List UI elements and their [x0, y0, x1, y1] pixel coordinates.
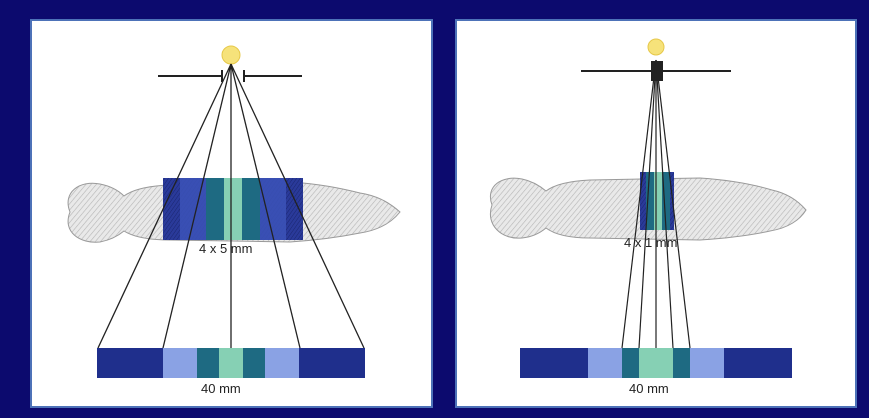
scanned-slab-right — [640, 172, 674, 230]
slice-label-left: 4 x 5 mm — [199, 241, 252, 256]
x-ray-source-icon — [647, 38, 665, 56]
beam-lines — [97, 63, 365, 349]
detector-label-right: 40 mm — [629, 381, 669, 396]
detector-array — [97, 348, 365, 378]
scanned-slab — [163, 178, 303, 240]
detector-label-left: 40 mm — [201, 381, 241, 396]
detector-array-right — [520, 348, 792, 378]
x-ray-source-icon — [221, 45, 241, 65]
panel-right: 4 x 1 mm 40 mm — [455, 19, 857, 408]
collimator — [158, 70, 302, 82]
slice-label-right: 4 x 1 mm — [624, 235, 677, 250]
beam-lines-right — [621, 59, 691, 349]
panel-left: 4 x 5 mm 40 mm — [30, 19, 433, 408]
